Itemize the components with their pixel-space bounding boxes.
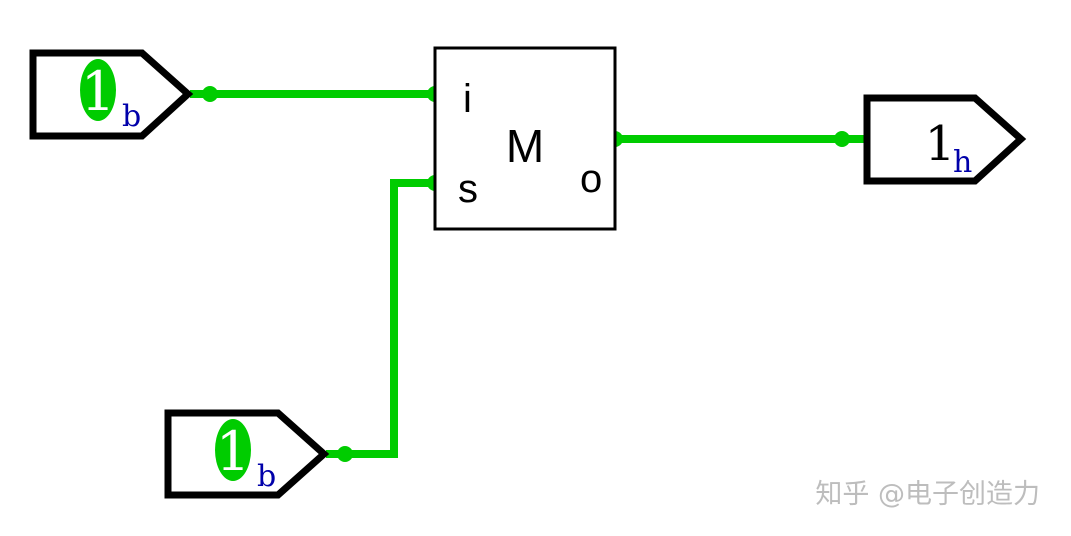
output-value: 1 [925, 116, 956, 172]
value-indicator [215, 419, 251, 481]
output-radix: h [953, 145, 972, 180]
module-name: M [506, 120, 544, 172]
wire-input-i[interactable] [190, 86, 443, 102]
input-radix: b [122, 99, 141, 134]
input-radix: b [257, 459, 276, 494]
watermark-text: 知乎 @电子创造力 [815, 479, 1040, 510]
output-pin-o[interactable]: 1 h [863, 94, 1027, 185]
input-pin-s[interactable]: 1 b [164, 409, 330, 499]
port-label-i: i [463, 77, 472, 121]
input-value: 1 [81, 60, 115, 123]
wire-output-o[interactable] [607, 131, 868, 147]
value-indicator [80, 59, 116, 121]
module-block[interactable]: M i s o [433, 46, 617, 231]
input-value: 1 [216, 420, 250, 483]
port-label-o: o [580, 157, 602, 201]
input-pin-i[interactable]: 1 b [29, 49, 194, 140]
port-label-s: s [458, 167, 478, 211]
wire-input-s[interactable] [326, 175, 443, 462]
